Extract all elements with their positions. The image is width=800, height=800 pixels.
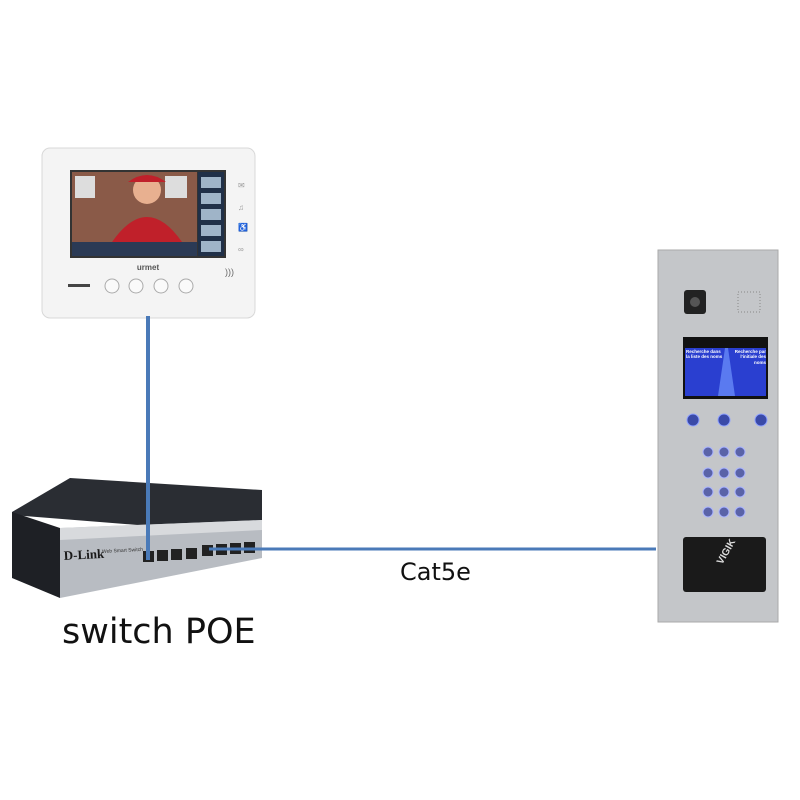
panel-nav-button-left bbox=[686, 413, 700, 427]
keypad bbox=[702, 446, 746, 518]
monitor-button-2 bbox=[128, 278, 144, 294]
monitor-button-1 bbox=[104, 278, 120, 294]
monitor-button-4 bbox=[178, 278, 194, 294]
poe-switch: D-Link Web Smart Switch bbox=[12, 478, 262, 598]
panel-nav-button-center bbox=[717, 413, 731, 427]
cable-label: Cat5e bbox=[400, 558, 471, 586]
screen-option-left: Recherche dans la liste des noms bbox=[686, 349, 723, 360]
svg-text:∞: ∞ bbox=[238, 245, 244, 254]
svg-text:✉: ✉ bbox=[238, 181, 245, 190]
switch-brand-logo: D-Link bbox=[63, 546, 105, 563]
switch-subtitle: Web Smart Switch bbox=[102, 547, 144, 555]
monitor-brand-logo: urmet bbox=[137, 263, 160, 272]
video-monitor: urmet ✉ ♫ ♿ ∞ ))) bbox=[41, 147, 256, 319]
door-entry-panel: Recherche dans la liste des noms Recherc… bbox=[657, 249, 779, 623]
switch-label: switch POE bbox=[62, 612, 256, 652]
screen-option-right: Recherche par l'initiale des noms bbox=[734, 349, 766, 365]
badge-reader bbox=[683, 537, 766, 592]
svg-text:♫: ♫ bbox=[238, 203, 244, 212]
monitor-button-3 bbox=[153, 278, 169, 294]
panel-nav-button-right bbox=[754, 413, 768, 427]
svg-text:))): ))) bbox=[225, 267, 234, 277]
svg-text:♿: ♿ bbox=[238, 222, 248, 232]
